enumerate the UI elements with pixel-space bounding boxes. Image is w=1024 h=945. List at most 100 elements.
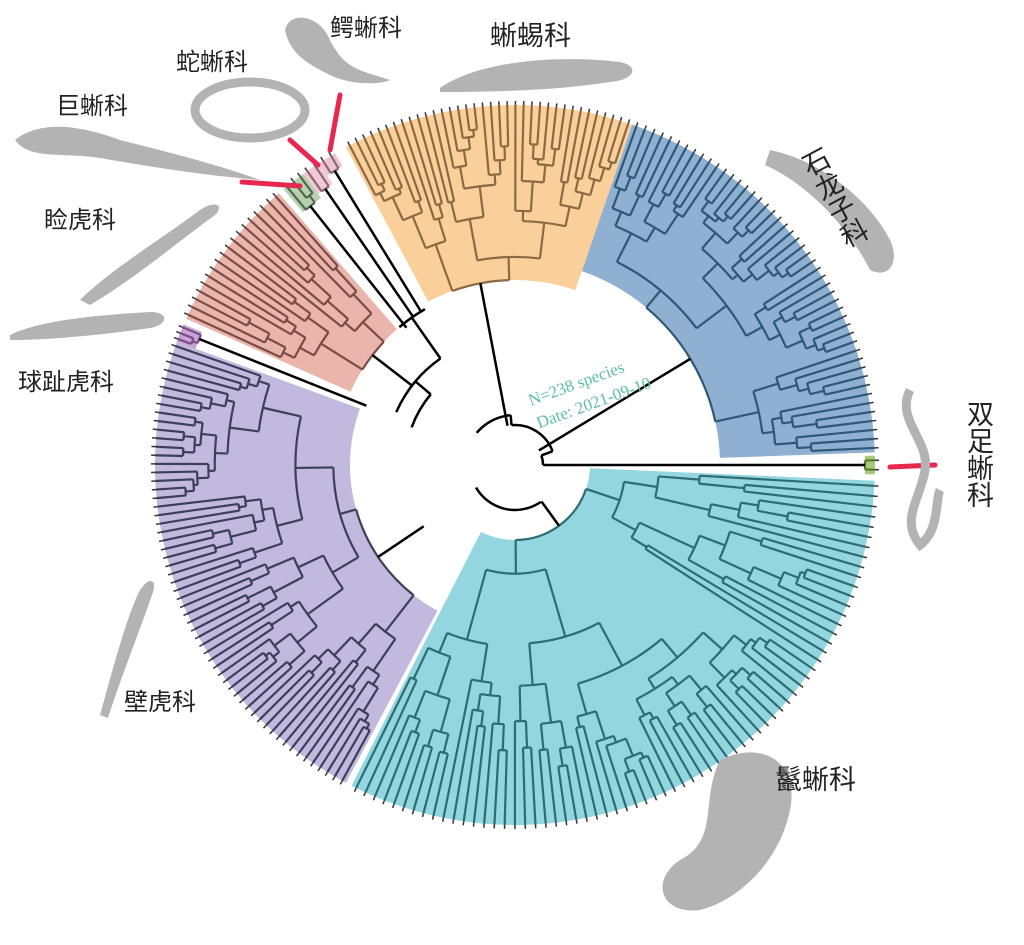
slowworm-silhouette-icon [190,77,310,143]
branch [320,342,363,371]
branch-arc [558,764,568,768]
branch [266,337,287,349]
branch [161,513,253,534]
branch-arc [551,147,559,151]
tip-marker [595,815,599,820]
branch-arc [286,661,293,668]
branch [158,411,196,420]
tip-marker [229,237,235,242]
tip-marker [178,325,183,328]
branch-arc [700,209,717,223]
branch [815,410,872,422]
branch [299,346,315,357]
tip-marker [310,762,314,767]
branch-arc [451,278,510,292]
tip-marker [832,632,838,636]
branch [798,387,809,393]
branch [200,406,210,410]
backbone-branch [333,170,423,313]
branch [680,700,693,716]
branch [384,594,415,633]
branch [594,710,607,740]
branch [159,509,240,525]
tip-marker [431,815,435,820]
branch [227,246,297,300]
branch [278,671,336,738]
tip-marker [347,141,351,146]
tip-marker [432,110,435,115]
branch-arc [305,192,314,199]
tip-marker [857,575,862,579]
branch [476,693,482,711]
tip-marker [160,548,166,551]
branch [699,474,875,487]
branch [266,556,295,570]
branch-arc [721,575,727,583]
branch [754,306,767,316]
branch [756,269,770,281]
branch [401,122,436,221]
branch [751,647,801,686]
tip-marker [742,743,746,748]
branch [672,726,702,774]
tip-marker [821,274,826,278]
tip-marker [353,787,357,792]
branch [781,272,790,279]
branch [462,149,468,166]
branch [270,609,294,626]
tip-marker [171,343,176,347]
branch [230,529,257,538]
branch [790,260,813,278]
branch [171,547,254,575]
branch [314,165,330,188]
branch [624,176,632,192]
branch [392,733,421,805]
branch-arc [374,189,386,197]
branch [559,181,566,206]
branch [772,271,780,278]
tip-marker [339,780,343,785]
branch-arc [480,692,501,698]
branch [645,289,662,309]
tip-marker [772,715,777,720]
branch [738,218,780,257]
branch [565,764,578,820]
branch [468,218,479,261]
tip-marker [203,651,208,655]
clade-3-background [318,153,343,176]
branch-arc [199,403,203,412]
branch [181,326,202,336]
branch [457,109,464,139]
branch [704,171,726,200]
backbone-branch [377,525,425,559]
branch-arc [463,183,496,190]
branch [363,137,386,183]
branch [698,482,745,490]
branch [764,645,807,678]
branch [724,575,834,635]
branch-arc [576,710,597,718]
branch [529,747,537,825]
branch [518,685,522,722]
branch [796,428,874,439]
tip-marker [155,522,160,526]
branch [210,402,226,408]
branch [758,636,769,645]
branch [759,499,872,518]
branch [258,380,270,386]
tip-marker [441,817,445,822]
tip-marker [320,156,324,161]
tip-marker [834,298,840,302]
branch [693,711,728,757]
branch [731,274,739,281]
branch [811,446,875,453]
branch [702,262,719,280]
tip-marker [354,137,358,142]
branch [236,660,278,695]
branch [179,332,194,340]
branch [274,195,339,267]
branch [546,749,558,823]
branch-arc [323,296,332,306]
tip-marker [191,296,196,300]
branch [241,660,288,702]
